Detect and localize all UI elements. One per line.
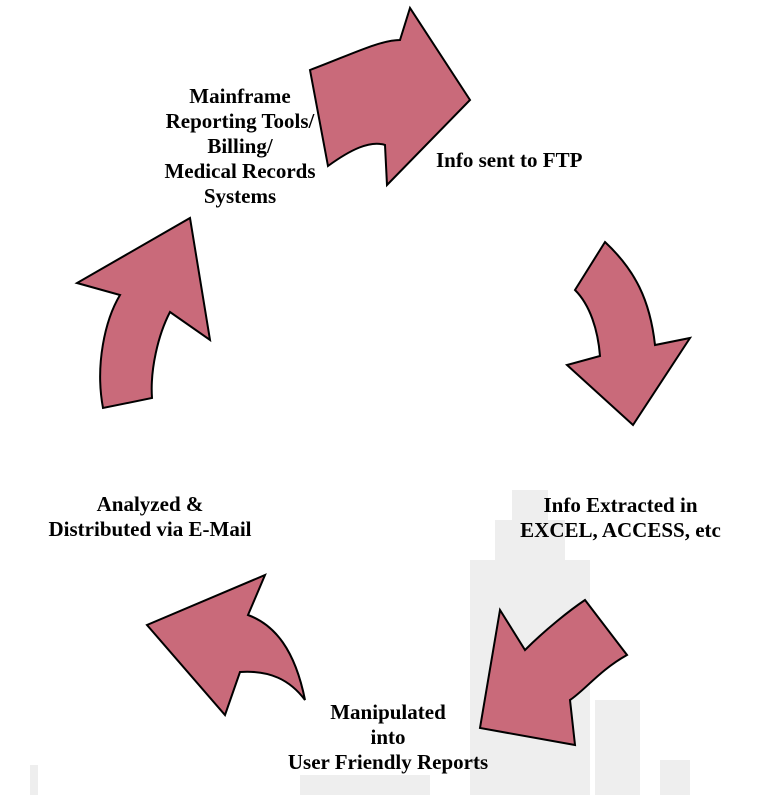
node-extracted-line-1: Info Extracted in (543, 493, 698, 517)
node-mainframe-line-1: Mainframe (189, 84, 291, 108)
node-manipulated-line-3: User Friendly Reports (287, 750, 489, 774)
arrow-to-extracted (564, 240, 693, 427)
node-manipulated-line-2: into (370, 725, 406, 749)
node-mainframe-line-2: Reporting Tools/ (165, 109, 315, 133)
arrow-to-analyzed (145, 573, 306, 717)
node-mainframe-line-5: Systems (203, 184, 277, 208)
node-mainframe-line-3: Billing/ (207, 134, 273, 158)
node-extracted-label: Info Extracted in EXCEL, ACCESS, etc (480, 493, 761, 543)
node-mainframe-label: Mainframe Reporting Tools/ Billing/ Medi… (130, 84, 350, 209)
node-ftp-line-1: Info sent to FTP (436, 148, 583, 172)
node-manipulated-label: Manipulated into User Friendly Reports (238, 700, 538, 775)
node-analyzed-label: Analyzed & Distributed via E-Mail (0, 492, 300, 542)
node-ftp-label: Info sent to FTP (436, 148, 636, 173)
node-analyzed-line-1: Analyzed & (96, 492, 204, 516)
node-manipulated-line-1: Manipulated (330, 700, 446, 724)
arrow-to-mainframe (74, 216, 212, 410)
node-analyzed-line-2: Distributed via E-Mail (48, 517, 252, 541)
arrow-to-ftp (308, 5, 472, 188)
node-extracted-line-2: EXCEL, ACCESS, etc (520, 518, 721, 542)
arrow-to-manipulated (478, 598, 629, 747)
node-mainframe-line-4: Medical Records (164, 159, 316, 183)
